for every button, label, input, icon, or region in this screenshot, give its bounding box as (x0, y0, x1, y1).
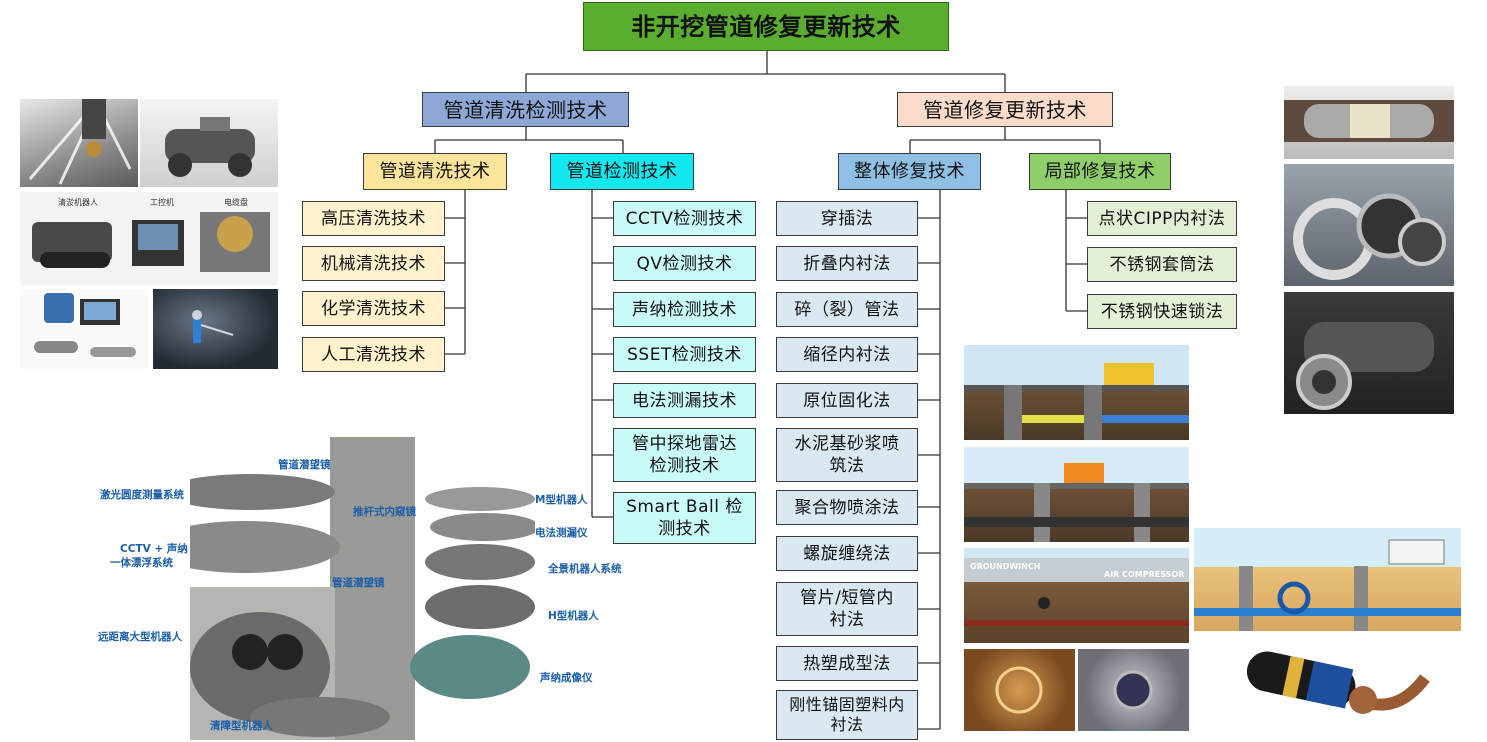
repair-branch: 管道修复更新技术 (897, 92, 1113, 127)
detection-item: Smart Ball 检测技术 (613, 492, 756, 544)
robot-label: 管道潜望镜 (278, 459, 331, 471)
whole-repair-item: 聚合物喷涂法 (776, 490, 918, 525)
whole-repair-item: 原位固化法 (776, 383, 918, 418)
robot-label: CCTV + 声纳 (120, 543, 188, 555)
thermoforming-scene-photo (1194, 528, 1461, 631)
detection-item: CCTV检测技术 (613, 201, 756, 236)
robot-label: 全景机器人系统 (548, 563, 622, 575)
local-repair-item: 点状CIPP内衬法 (1087, 201, 1237, 236)
whole-repair-subbranch: 整体修复技术 (838, 153, 981, 190)
robot-label: M型机器人 (535, 494, 588, 506)
scene-label: AIR COMPRESSOR (1104, 570, 1185, 579)
detection-subbranch: 管道检测技术 (550, 153, 694, 190)
detection-item: SSET检测技术 (613, 337, 756, 372)
detection-robot-composite (190, 437, 535, 740)
robot-label: 远距离大型机器人 (98, 631, 182, 643)
cleaning-item: 化学清洗技术 (302, 291, 445, 326)
device-label: 清淤机器人 (58, 198, 98, 207)
in-pipe-photo-1 (964, 649, 1075, 731)
scene-label: GROUNDWINCH (970, 562, 1041, 571)
in-pipe-photo-2 (1078, 649, 1189, 731)
cipp-scene-photo (964, 345, 1189, 440)
high-pressure-cleaning-photo (20, 99, 138, 187)
local-repair-item: 不锈钢快速锁法 (1087, 294, 1237, 329)
device-label: 工控机 (150, 198, 174, 207)
robot-label: H型机器人 (548, 610, 599, 622)
robot-label: 电法测漏仪 (535, 527, 588, 539)
whole-repair-item: 碎（裂）管法 (776, 292, 918, 327)
whole-repair-item: 热塑成型法 (776, 646, 918, 681)
cctv-equipment-photo (20, 289, 148, 369)
cleaning-item: 机械清洗技术 (302, 246, 445, 281)
robot-label: 一体漂浮系统 (110, 557, 173, 569)
detection-item: 管中探地雷达检测技术 (613, 428, 756, 482)
cleaning-subbranch: 管道清洗技术 (363, 153, 507, 190)
whole-repair-item: 穿插法 (776, 201, 918, 236)
diagram-title: 非开挖管道修复更新技术 (583, 2, 949, 51)
quick-lock-photo (1284, 292, 1454, 414)
detection-item: 电法测漏技术 (613, 383, 756, 418)
robot-label: 声纳成像仪 (540, 672, 593, 684)
detection-item: 声纳检测技术 (613, 292, 756, 327)
whole-repair-item: 螺旋缠绕法 (776, 536, 918, 571)
cleaning-item: 高压清洗技术 (302, 201, 445, 236)
robot-label: 激光圆度测量系统 (100, 489, 184, 501)
cipp-patch-photo (1284, 86, 1454, 159)
clean-detect-branch: 管道清洗检测技术 (422, 92, 629, 127)
whole-repair-item: 折叠内衬法 (776, 246, 918, 281)
robot-label: 清障型机器人 (210, 720, 273, 732)
local-repair-item: 不锈钢套筒法 (1087, 247, 1237, 282)
robot-label: 推杆式内窥镜 (353, 506, 416, 518)
robot-label: 管道潜望镜 (332, 577, 385, 589)
stainless-sleeve-photo (1284, 164, 1454, 286)
detection-item: QV检测技术 (613, 246, 756, 281)
whole-repair-item: 管片/短管内衬法 (776, 582, 918, 636)
whole-repair-item: 水泥基砂浆喷筑法 (776, 428, 918, 482)
pipe-bursting-scene-photo: GROUNDWINCH AIR COMPRESSOR (964, 548, 1189, 643)
mechanical-cleaner-photo (140, 99, 278, 187)
local-repair-subbranch: 局部修复技术 (1029, 153, 1171, 190)
whole-repair-item: 缩径内衬法 (776, 337, 918, 372)
device-label: 电缆盘 (224, 198, 248, 207)
whole-repair-item: 刚性锚固塑料内衬法 (776, 690, 918, 740)
spray-lining-scene-photo (964, 447, 1189, 542)
plastic-liner-photo (1235, 648, 1450, 731)
manual-cleaning-photo (153, 289, 278, 369)
cleaning-item: 人工清洗技术 (302, 337, 445, 372)
cleaning-robot-set-photo: 清淤机器人 工控机 电缆盘 (20, 192, 278, 285)
